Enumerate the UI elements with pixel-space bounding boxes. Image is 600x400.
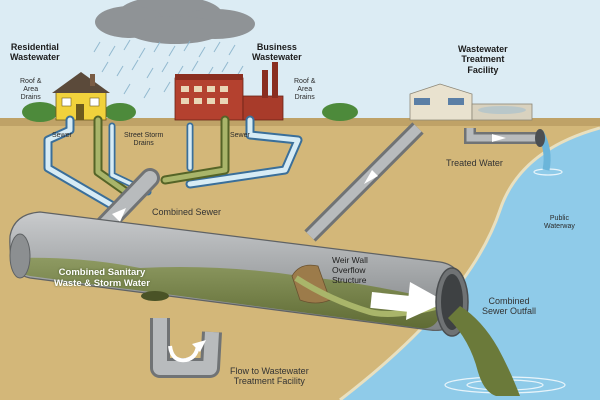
rain-cloud: [95, 0, 255, 44]
combined-outfall-label: Combined Sewer Outfall: [482, 296, 537, 317]
street-storm-drains-label: Street Storm Drains: [124, 132, 164, 148]
up-flow-arrow: [364, 170, 378, 184]
public-waterway-label: Public Waterway: [544, 215, 575, 231]
residential-wastewater-label: Residential Wastewater: [10, 42, 60, 63]
outfall-arrow: [370, 282, 446, 320]
down-flow-arrow: [112, 208, 126, 222]
combined-sanitary-label: Combined Sanitary Waste & Storm Water: [54, 267, 150, 289]
debris: [141, 291, 169, 301]
combined-wastewater-flow: [13, 257, 441, 329]
pipe-to-facility: [304, 122, 424, 242]
flow-to-facility-label: Flow to Wastewater Treatment Facility: [230, 366, 309, 387]
combined-sewer-main-pipe: [9, 211, 464, 332]
treated-water-label: Treated Water: [446, 158, 503, 168]
weir-wall-label: Weir Wall Overflow Structure: [332, 255, 368, 285]
treatment-facility-building: [409, 83, 533, 121]
public-waterway: [340, 128, 600, 400]
treatment-facility-label: Wastewater Treatment Facility: [458, 44, 508, 75]
business-sewer-pipes: [160, 115, 303, 189]
roof-drains-left-label: Roof & Area Drains: [20, 78, 42, 102]
pipe-opening-left: [9, 233, 31, 279]
house: [52, 72, 110, 121]
sewer-right-label: Sewer: [230, 132, 250, 139]
residential-sewer-pipes: [43, 115, 152, 215]
sewer-outfall: [435, 267, 520, 396]
combined-sewer-label: Combined Sewer: [152, 207, 222, 217]
roof-drains-right-label: Roof & Area Drains: [294, 78, 316, 102]
sewer-left-label: Sewer: [52, 132, 72, 139]
shore-line: [339, 126, 600, 400]
flow-to-facility-pipe: [150, 318, 222, 378]
business-wastewater-label: Business Wastewater: [252, 42, 302, 63]
treated-water-outlet: [464, 128, 551, 171]
business-building: [174, 62, 284, 121]
